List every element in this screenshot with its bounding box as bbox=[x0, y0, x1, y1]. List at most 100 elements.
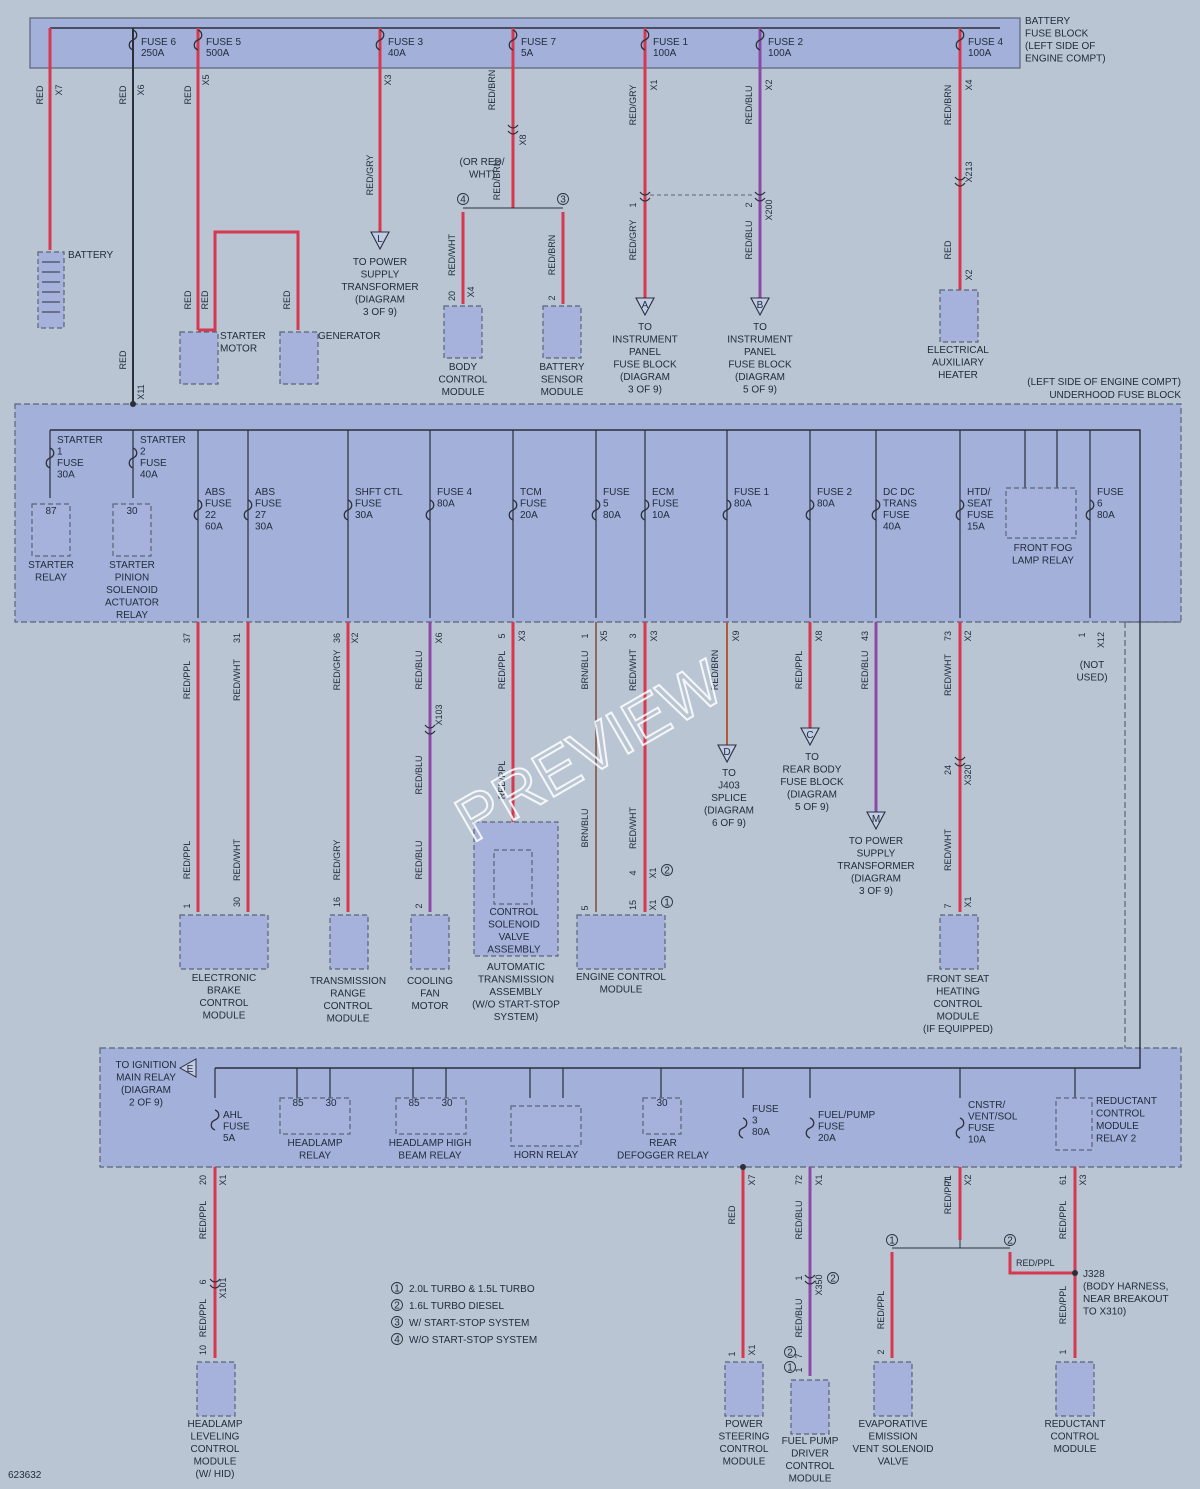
bcm-label: MODULE bbox=[442, 387, 485, 398]
ipfb-b-label: 5 OF 9) bbox=[743, 385, 777, 396]
front-seat-heating-control-module bbox=[939, 914, 979, 970]
starter-pinion-relay bbox=[112, 503, 152, 557]
headlamp-high-beam-label: HEADLAMP HIGH bbox=[389, 1138, 472, 1149]
relay-pin: 30 bbox=[441, 1098, 453, 1109]
lower-fuse-block bbox=[99, 1047, 1182, 1168]
j328-splice bbox=[1072, 1270, 1078, 1276]
pin-number: 1 bbox=[1058, 1349, 1068, 1354]
battery-fuse-block-title: BATTERY bbox=[1025, 16, 1071, 27]
underhood-fuse-label: 30A bbox=[355, 510, 373, 521]
note-circle bbox=[557, 193, 569, 205]
off-page-connector-c bbox=[800, 727, 820, 747]
legend-circle bbox=[391, 1282, 403, 1294]
rbfb-label: FUSE BLOCK bbox=[780, 777, 844, 788]
ipfb-a-label: TO bbox=[638, 322, 652, 333]
underhood-fuse-label: 40A bbox=[140, 470, 158, 481]
starter-relay bbox=[31, 503, 71, 557]
front-seat-heating-label: CONTROL bbox=[934, 999, 983, 1010]
fuel-pump-driver-label: CONTROL bbox=[786, 1461, 835, 1472]
to-power-supply-label: TO POWER bbox=[353, 257, 407, 268]
battery-fuse-name: FUSE 3 bbox=[388, 37, 423, 48]
note-number: 2 bbox=[830, 1274, 836, 1285]
connector-x200 bbox=[754, 197, 766, 202]
battery-fuse-name: FUSE 6 bbox=[141, 37, 176, 48]
note-circle bbox=[661, 864, 673, 876]
battery-label: BATTERY bbox=[68, 250, 114, 261]
wire-color-label: RED/PPL bbox=[497, 651, 507, 690]
control-solenoid-valve bbox=[493, 849, 533, 905]
cnstr-fuse-label: CNSTR/ bbox=[968, 1100, 1005, 1111]
wire-color-label: RED/BRN bbox=[943, 85, 953, 126]
starter-pinion-relay-label: ACTUATOR bbox=[105, 598, 159, 609]
underhood-fuse-label: FUSE bbox=[883, 510, 910, 521]
bsm-label: BATTERY bbox=[539, 362, 585, 373]
underhood-fuse-label: 80A bbox=[437, 499, 455, 510]
evap-valve-label: EVAPORATIVE bbox=[858, 1419, 927, 1430]
wire-color-label: RED/WHT bbox=[232, 659, 242, 701]
connector-letter: B bbox=[757, 300, 764, 311]
underhood-fuse-label: FUSE 1 bbox=[734, 487, 769, 498]
pin-number: 16 bbox=[332, 897, 342, 907]
connector-label: X6 bbox=[434, 632, 444, 643]
wire-color-label: RED/PPL bbox=[198, 1201, 208, 1240]
underhood-fuse-symbol bbox=[425, 499, 435, 521]
underhood-fuse-label: 20A bbox=[520, 510, 538, 521]
connector-x350 bbox=[804, 1274, 816, 1279]
evap-valve-label: VENT SOLENOID bbox=[853, 1444, 934, 1455]
connector-label: X1 bbox=[814, 1174, 824, 1185]
trcm-label: RANGE bbox=[330, 989, 366, 1000]
underhood-fuse-label: 80A bbox=[1097, 510, 1115, 521]
rcm-relay-label: MODULE bbox=[1096, 1121, 1139, 1132]
fuse3-label: 3 bbox=[752, 1116, 758, 1127]
starter-motor bbox=[179, 331, 219, 385]
to-ignition-relay-label: 2 OF 9) bbox=[129, 1098, 163, 1109]
underhood-fuse-symbol bbox=[805, 499, 815, 521]
j403-label: SPLICE bbox=[711, 793, 747, 804]
reductant-control-module bbox=[1055, 1361, 1095, 1417]
ipfb-b-label: (DIAGRAM bbox=[735, 372, 785, 383]
note-circle bbox=[784, 1346, 796, 1358]
pin-number: 5 bbox=[497, 633, 507, 638]
headlamp-leveling-control-module bbox=[196, 1361, 236, 1417]
underhood-fuse-symbol bbox=[193, 499, 203, 521]
underhood-fuse-label: STARTER bbox=[57, 435, 103, 446]
automatic-transmission-label: SYSTEM) bbox=[494, 1012, 538, 1023]
pin-number: 1 bbox=[182, 903, 192, 908]
pin-number: 2 bbox=[414, 903, 424, 908]
wire-color-label: BRN/BLU bbox=[580, 808, 590, 847]
fuse3-label: FUSE bbox=[752, 1104, 779, 1115]
wire-color-label: RED/PPL bbox=[943, 1176, 953, 1215]
front-seat-heating-label: MODULE bbox=[937, 1012, 980, 1023]
power-supply-label-2: 3 OF 9) bbox=[859, 886, 893, 897]
legend-text: W/O START-STOP SYSTEM bbox=[409, 1335, 537, 1346]
underhood-fuse-label: 22 bbox=[205, 510, 217, 521]
power-steering-control-module bbox=[724, 1361, 764, 1417]
body-control-module bbox=[443, 305, 483, 359]
wire-color-label: RED/BLU bbox=[414, 755, 424, 794]
ipfb-a-label: PANEL bbox=[629, 347, 661, 358]
cnstr-fuse-label: 10A bbox=[968, 1135, 986, 1146]
csva-label: ASSEMBLY bbox=[487, 945, 540, 956]
ipfb-b-label: TO bbox=[753, 322, 767, 333]
connector-x5: X5 bbox=[201, 74, 211, 85]
pin-number: 2 bbox=[876, 1349, 886, 1354]
wire-color-label: RED bbox=[35, 85, 45, 105]
eah-label: HEATER bbox=[938, 370, 978, 381]
underhood-fuse-symbol bbox=[591, 499, 601, 521]
legend-circle bbox=[391, 1299, 403, 1311]
ebcm-label: ELECTRONIC bbox=[192, 973, 256, 984]
connector-letter: L bbox=[377, 234, 383, 245]
wire-color-label: RED/BLU bbox=[744, 220, 754, 259]
wire-color-label: RED/WHT bbox=[232, 839, 242, 881]
csva-label: SOLENOID bbox=[488, 920, 540, 931]
wire-color-label: RED/BLU bbox=[414, 840, 424, 879]
to-power-supply-label: 3 OF 9) bbox=[363, 307, 397, 318]
not-used-label: (NOT bbox=[1080, 660, 1104, 671]
underhood-fuse-symbol bbox=[343, 499, 353, 521]
rear-defogger-label: REAR bbox=[649, 1138, 677, 1149]
connector-letter: E bbox=[187, 1064, 194, 1075]
to-ignition-relay-label: TO IGNITION bbox=[116, 1060, 177, 1071]
connector-label: X1 bbox=[648, 899, 658, 910]
connector-label: X1 bbox=[218, 1174, 228, 1185]
j403-label: TO bbox=[722, 768, 736, 779]
